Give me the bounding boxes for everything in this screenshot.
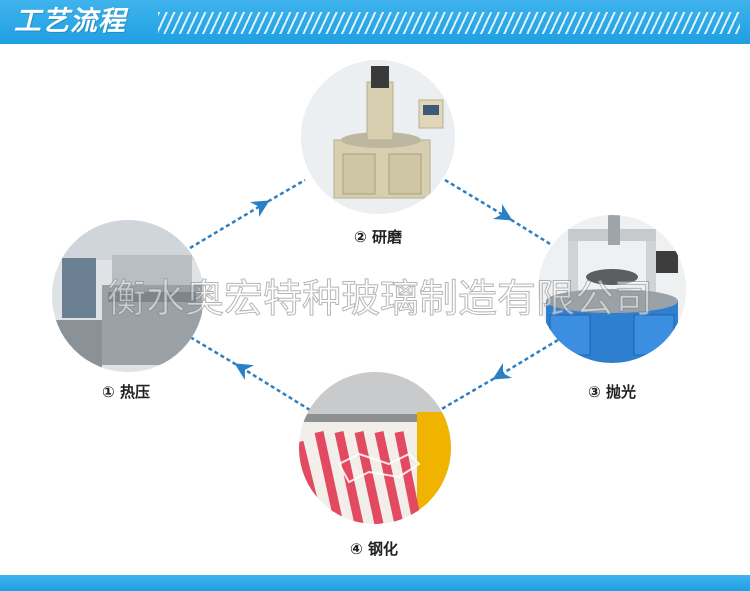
header-stripe-decoration — [158, 12, 740, 34]
tempering-furnace-image — [299, 372, 451, 524]
header-bar: 工艺流程 — [0, 0, 750, 44]
company-watermark: 衡水奥宏特种玻璃制造有限公司 — [106, 277, 653, 323]
arrow-hotpress-to-grinding-tail — [261, 178, 306, 207]
grinding-machine-image — [301, 60, 455, 214]
arrow-tempering-to-hotpress — [234, 363, 311, 412]
footer-bar — [0, 575, 750, 591]
arrow-polishing-to-tempering — [492, 338, 559, 380]
page-title: 工艺流程 — [14, 6, 126, 37]
step-label-tempering: ④ 钢化 — [350, 540, 398, 558]
hot-press-image — [52, 220, 204, 372]
step-label-hot-press: ① 热压 — [102, 383, 150, 401]
arrow-grinding-to-polishing — [444, 178, 513, 221]
step-label-grinding: ② 研磨 — [354, 228, 402, 246]
step-label-polishing: ③ 抛光 — [588, 383, 636, 401]
polishing-machine-image — [538, 215, 686, 363]
